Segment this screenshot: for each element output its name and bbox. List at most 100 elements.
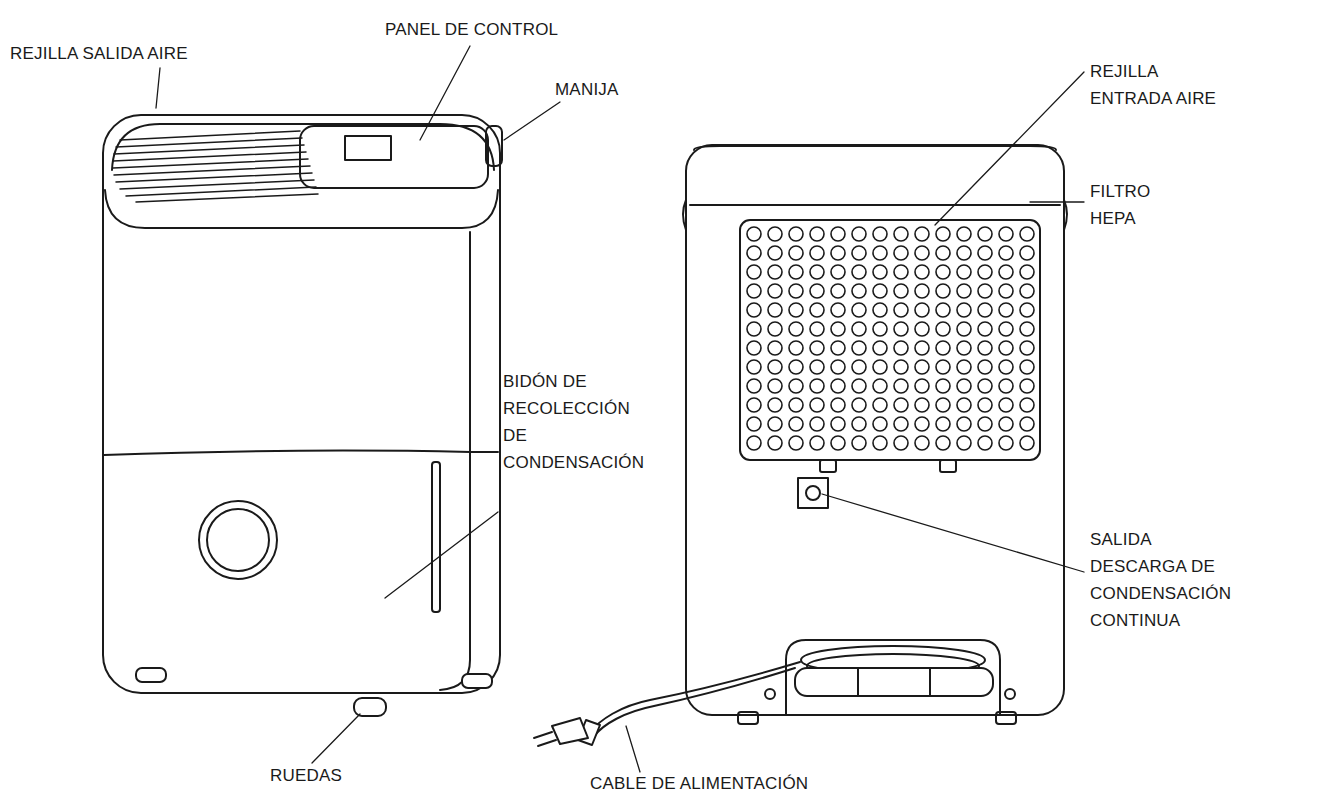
grille-hole — [894, 417, 908, 431]
grille-hole — [999, 265, 1013, 279]
grille-hole — [894, 265, 908, 279]
grille-hole — [894, 322, 908, 336]
grille-hole — [747, 322, 761, 336]
grille-hole — [873, 398, 887, 412]
grille-hole — [768, 341, 782, 355]
grille-hole — [873, 417, 887, 431]
grille-hole — [810, 303, 824, 317]
tank-ring — [199, 501, 277, 579]
grille-hole — [936, 246, 950, 260]
grille-hole — [894, 436, 908, 450]
grille-hole — [768, 227, 782, 241]
grille-hole — [957, 303, 971, 317]
grille-hole — [894, 227, 908, 241]
grille-hole — [978, 436, 992, 450]
grille-hole — [957, 265, 971, 279]
grille-hole — [747, 227, 761, 241]
grille-hole — [999, 360, 1013, 374]
grille-hole — [873, 436, 887, 450]
grille-hole — [873, 360, 887, 374]
grille-hole — [915, 227, 929, 241]
grille-hole — [1020, 265, 1034, 279]
part-label: REJILLA SALIDA AIRE — [10, 40, 188, 67]
grille-hole — [810, 379, 824, 393]
grille-hole — [873, 379, 887, 393]
grille-hole — [957, 360, 971, 374]
grille-hole — [789, 398, 803, 412]
grille-hole — [999, 284, 1013, 298]
grille-hole — [936, 322, 950, 336]
part-label: BIDÓN DE RECOLECCIÓN DE CONDENSACIÓN — [503, 368, 653, 476]
grille-hole — [1020, 284, 1034, 298]
part-label: MANIJA — [555, 76, 619, 103]
grille-hole — [873, 246, 887, 260]
grille-hole — [831, 436, 845, 450]
grille-hole — [957, 322, 971, 336]
power-cable — [534, 662, 800, 746]
grille-hole — [768, 436, 782, 450]
grille-hole — [789, 322, 803, 336]
grille-hole — [852, 417, 866, 431]
grille-hole — [978, 303, 992, 317]
grille-hole — [936, 436, 950, 450]
grille-hole — [999, 436, 1013, 450]
grille-hole — [936, 379, 950, 393]
grille-hole — [978, 341, 992, 355]
grille-hole — [873, 284, 887, 298]
grille-hole — [999, 322, 1013, 336]
grille-hole — [747, 303, 761, 317]
grille-hole — [852, 398, 866, 412]
grille-hole — [999, 246, 1013, 260]
grille-hole — [768, 360, 782, 374]
grille-hole — [789, 379, 803, 393]
drain-outlet — [798, 478, 828, 508]
grille-hole — [1020, 341, 1034, 355]
control-panel — [300, 126, 488, 188]
grille-hole — [1020, 303, 1034, 317]
grille-hole — [894, 341, 908, 355]
grille-hole — [978, 322, 992, 336]
grille-hole — [915, 265, 929, 279]
grille-hole — [831, 379, 845, 393]
grille-hole — [999, 417, 1013, 431]
grille-hole — [747, 246, 761, 260]
grille-hole — [957, 246, 971, 260]
grille-hole — [789, 246, 803, 260]
grille-hole — [978, 265, 992, 279]
intake-holes — [747, 227, 1034, 450]
grille-hole — [852, 341, 866, 355]
grille-hole — [915, 246, 929, 260]
grille-hole — [957, 284, 971, 298]
grille-hole — [999, 341, 1013, 355]
grille-hole — [747, 341, 761, 355]
grille-hole — [936, 417, 950, 431]
grille-hole — [978, 398, 992, 412]
grille-hole — [852, 284, 866, 298]
grille-hole — [957, 341, 971, 355]
front-unit — [103, 115, 502, 716]
grille-hole — [915, 379, 929, 393]
grille-hole — [915, 284, 929, 298]
grille-hole — [936, 303, 950, 317]
part-label: PANEL DE CONTROL — [385, 16, 558, 43]
grille-hole — [936, 284, 950, 298]
grille-hole — [810, 436, 824, 450]
grille-hole — [999, 303, 1013, 317]
grille-hole — [852, 227, 866, 241]
grille-hole — [957, 417, 971, 431]
grille-hole — [894, 360, 908, 374]
grille-hole — [768, 246, 782, 260]
grille-hole — [789, 360, 803, 374]
tank-window — [432, 462, 440, 612]
grille-hole — [831, 417, 845, 431]
grille-hole — [915, 417, 929, 431]
grille-hole — [747, 379, 761, 393]
part-label: SALIDA DESCARGA DE CONDENSACIÓN CONTINUA — [1090, 526, 1240, 634]
grille-hole — [873, 341, 887, 355]
intake-grille — [740, 220, 1040, 460]
grille-hole — [1020, 322, 1034, 336]
grille-hole — [936, 227, 950, 241]
grille-hole — [747, 360, 761, 374]
